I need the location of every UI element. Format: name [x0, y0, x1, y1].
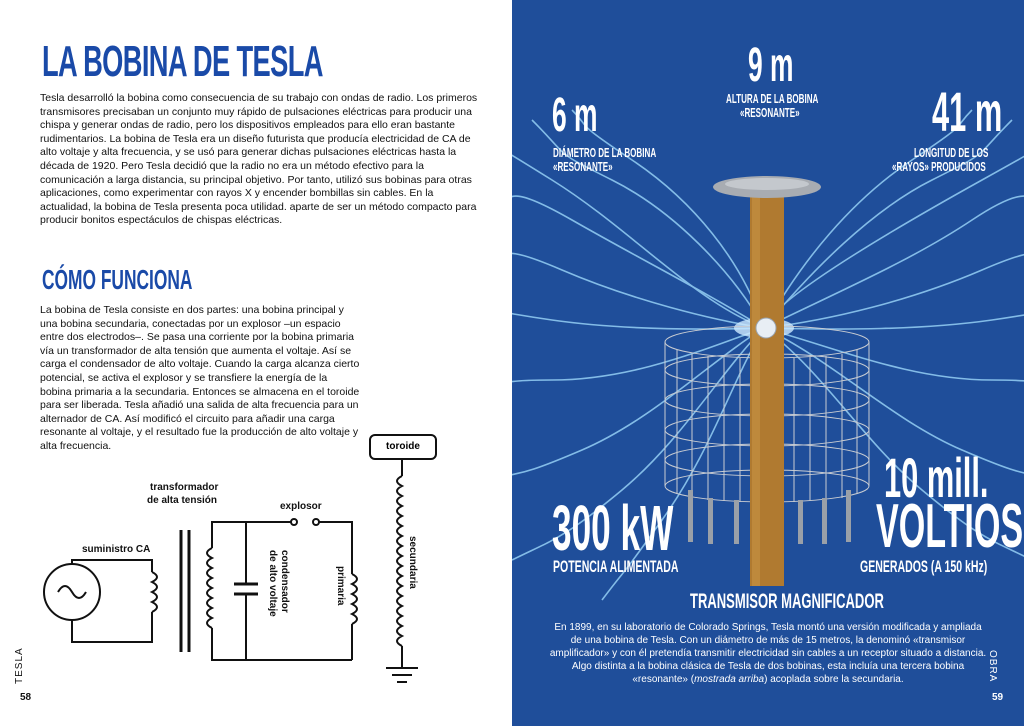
spark-ball: [755, 317, 777, 339]
section-heading: CÓMO FUNCIONA: [42, 264, 193, 295]
section-side-label-right: OBRA: [987, 650, 998, 683]
spark-rays: [512, 109, 1024, 601]
section-side-label: TESLA: [14, 647, 25, 684]
transformer-label-1: transformador: [150, 482, 219, 493]
primary-coil-label: primaria: [335, 566, 346, 606]
caption-paragraph: En 1899, en su laboratorio de Colorado S…: [548, 621, 988, 686]
caption-title: TRANSMISOR MAGNIFICADOR: [690, 590, 884, 613]
how-it-works-paragraph: La bobina de Tesla consiste en dos parte…: [40, 304, 360, 452]
diameter-value: 6 m: [552, 89, 598, 142]
page-title: LA BOBINA DE TESLA: [42, 37, 323, 86]
diameter-label-2: «RESONANTE»: [553, 159, 613, 174]
magnifying-transmitter-illustration: [512, 109, 1024, 601]
spark-gap-label: explosor: [280, 501, 322, 512]
page-number-left: 58: [20, 692, 32, 703]
power-label: POTENCIA ALIMENTADA: [553, 557, 679, 576]
height-label-1: ALTURA DE LA BOBINA: [726, 91, 819, 106]
transformer-label-2: de alta tensión: [147, 495, 218, 506]
rays-length-value: 41 m: [932, 80, 1003, 143]
height-value: 9 m: [748, 39, 794, 92]
caption-text-1: En 1899, en su laboratorio de Colorado S…: [549, 622, 987, 685]
capacitor-label-2: de alto voltaje: [267, 550, 278, 617]
left-page: LA BOBINA DE TESLA Tesla desarrolló la b…: [14, 37, 478, 703]
power-value: 300 kW: [552, 492, 674, 564]
rays-length-label-1: LONGITUD DE LOS: [914, 145, 989, 160]
voltage-label: GENERADOS (A 150 kHz): [860, 557, 988, 576]
capacitor-label-1: condensador: [279, 550, 290, 613]
circuit-diagram: [43, 456, 418, 683]
intro-paragraph: Tesla desarrolló la bobina como consecue…: [40, 92, 478, 227]
ac-supply-label: suministro CA: [82, 544, 151, 555]
voltage-value-1: 10 mill.: [884, 446, 989, 509]
toroide-label: toroide: [369, 434, 437, 460]
right-page: [512, 0, 1024, 726]
caption-text-2: ) acoplada sobre la secundaria.: [764, 674, 904, 685]
height-label-2: «RESONANTE»: [740, 105, 800, 120]
voltage-value-2: VOLTIOS: [876, 492, 1024, 561]
diameter-label-1: DIÁMETRO DE LA BOBINA: [553, 145, 657, 160]
secondary-coil-label: secundaria: [407, 536, 418, 589]
caption-text-italic: mostrada arriba: [694, 674, 765, 685]
rays-length-label-2: «RAYOS» PRODUCIDOS: [892, 159, 986, 174]
page-number-right: 59: [992, 692, 1004, 703]
